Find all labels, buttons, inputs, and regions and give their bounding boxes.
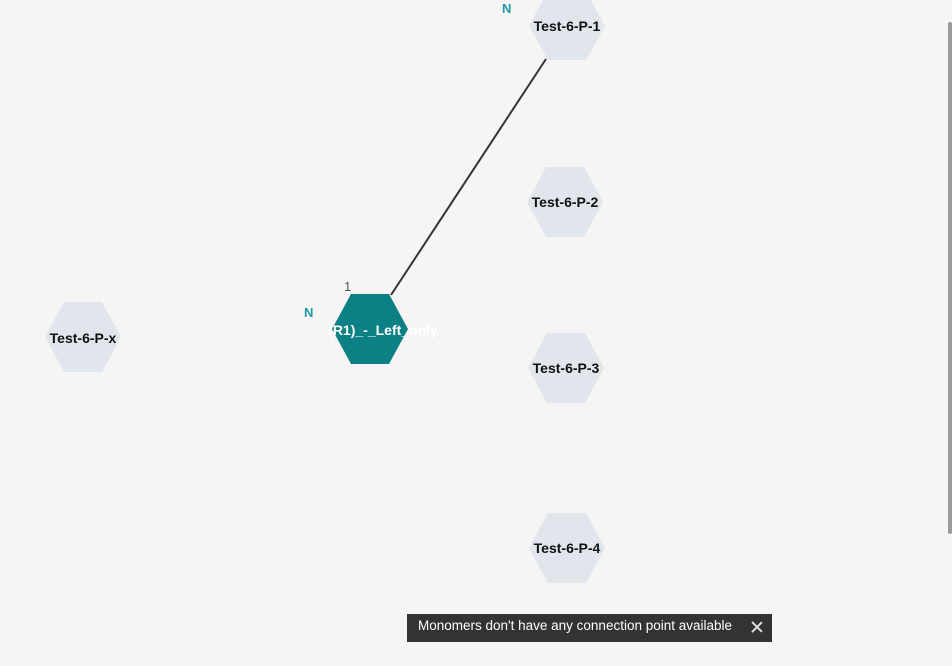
monomer-test-6-p-4[interactable]: Test-6-P-4 [529,513,605,583]
notification-toast: Monomers don't have any connection point… [407,614,772,642]
attachment-point-number: 1 [344,279,351,294]
toast-message: Monomers don't have any connection point… [418,618,733,633]
vertical-scrollbar[interactable] [948,22,952,534]
monomer-test-6-p-3[interactable]: Test-6-P-3 [528,333,604,403]
monomer-label: Test-6-P-x [50,330,117,346]
terminal-n-label: N [502,1,511,16]
close-icon[interactable] [750,620,764,634]
monomer-label: Test-6-P-1 [534,18,601,34]
monomer-test-6-p-2[interactable]: Test-6-P-2 [527,167,603,237]
monomer-test-6-p-x[interactable]: Test-6-P-x [45,302,121,372]
bond-line[interactable] [390,58,547,296]
hexagon-shape [528,333,604,403]
monomer-label: Test-6-P-3 [533,360,600,376]
monomer-test-6-p-1[interactable]: Test-6-P-1 [529,0,605,60]
monomer-label: (R1)_-_Left_only [328,322,438,338]
monomer-r1-left-only[interactable]: (R1)_-_Left_only [328,294,438,364]
hexagon-shape [45,302,121,372]
monomer-label: Test-6-P-4 [534,540,601,556]
monomer-label: Test-6-P-2 [532,194,599,210]
terminal-n-label: N [304,305,313,320]
hexagon-shape [529,513,605,583]
hexagon-shape [527,167,603,237]
hexagon-shape-selected [332,294,408,364]
hexagon-shape [529,0,605,60]
